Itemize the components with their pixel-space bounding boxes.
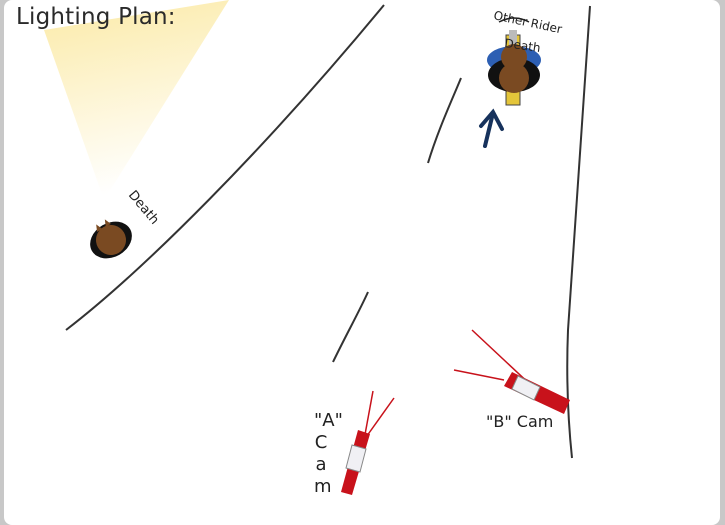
center-dash-bottom	[332, 291, 369, 363]
camera-a-icon	[341, 390, 395, 495]
death-label-top: Death	[504, 36, 542, 55]
direction-arrow-icon	[479, 108, 504, 148]
rider-death-icon	[90, 219, 132, 259]
road-edge-right	[566, 5, 591, 459]
cam-a-label: "A" Cam	[314, 410, 343, 497]
center-dash-top	[427, 77, 462, 164]
camera-b-icon	[453, 329, 570, 414]
death-label-left: Death	[125, 188, 162, 228]
road-edge-left	[65, 4, 385, 331]
other-rider-icon	[487, 17, 541, 106]
plan-drawing: Death Other Rider Death	[44, 0, 591, 495]
lighting-plan-canvas: Death Other Rider Death	[4, 0, 720, 525]
cam-b-label: "B" Cam	[486, 412, 554, 431]
other-rider-label: Other Rider	[492, 8, 563, 36]
page-title: Lighting Plan:	[16, 4, 176, 30]
light-cone-icon	[44, 0, 229, 200]
